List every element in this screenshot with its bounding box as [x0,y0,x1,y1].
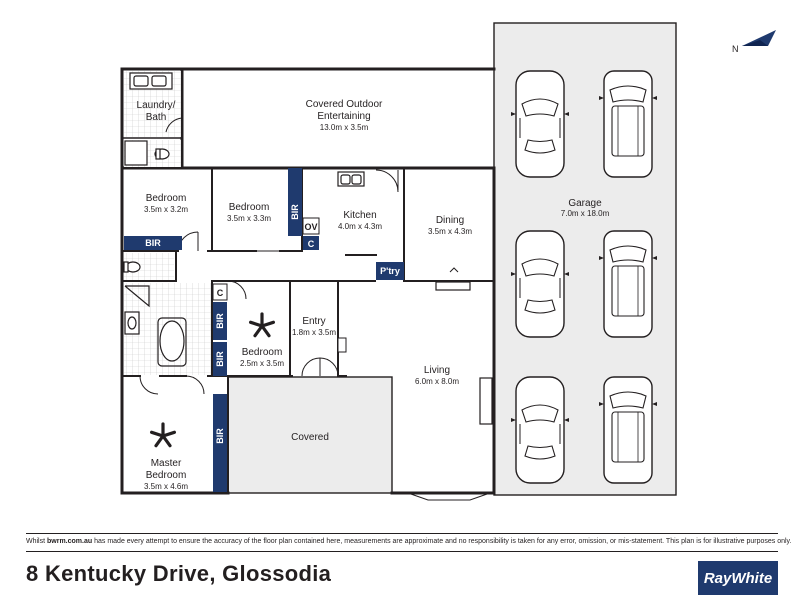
living-name: Living [424,365,450,376]
outdoor-dims: 13.0m x 3.5m [320,123,369,132]
entry-dims: 1.8m x 3.5m [292,328,336,337]
sedan-car-icon [510,230,570,338]
brand-logo: RayWhite [698,561,778,595]
bir-label-bedroom3a: BIR [215,313,225,329]
master-dims: 3.5m x 4.6m [144,482,188,491]
oven-box [302,217,320,235]
disclaimer-site: bwrm.com.au [47,538,93,545]
bedroom3-dims: 2.5m x 3.5m [240,359,284,368]
bir-label-bedroom3b: BIR [215,351,225,367]
pantry-label: P'try [380,266,400,276]
disclaimer: Whilst bwrm.com.au has made every attemp… [26,537,791,546]
dining-dims: 3.5m x 4.3m [428,227,472,236]
kitchen-dims: 4.0m x 4.3m [338,222,382,231]
covered-name: Covered [291,432,329,443]
oven-label: OV [304,222,317,232]
ceiling-fan-icon [249,312,275,338]
bedroom3-name: Bedroom [242,347,283,358]
sedan-car-icon [510,376,570,484]
bir-block-master [213,394,227,492]
master-name-line2: Bedroom [146,470,187,481]
cupboard-box-hall [212,283,228,301]
outdoor-name-line1: Covered Outdoor [306,99,383,110]
cupboard-label-kitchen: C [308,239,315,249]
suv-car-icon [598,376,658,484]
bedroom1-dims: 3.5m x 3.2m [144,205,188,214]
entry-name: Entry [302,316,325,327]
disclaimer-post: has made every attempt to ensure the acc… [94,538,792,545]
bir-block-bedroom3a [213,302,227,340]
bedroom2-name: Bedroom [229,202,270,213]
bedroom1-name: Bedroom [146,193,187,204]
bir-block-bedroom3b [213,342,227,376]
svg-text:N: N [732,44,739,54]
bir-label-bedroom1: BIR [145,238,161,248]
cupboard-label-hall: C [217,288,224,298]
garage-name: Garage [568,198,602,209]
cupboard-box-kitchen [303,236,319,250]
bir-label-kitchen: BIR [290,204,300,220]
pantry-block [376,262,404,280]
north-arrow-icon: N [732,30,776,54]
sedan-car-icon [510,70,570,178]
kitchen-name: Kitchen [343,210,376,221]
living-dims: 6.0m x 8.0m [415,377,459,386]
disclaimer-pre: Whilst [26,538,46,545]
bedroom2-dims: 3.5m x 3.3m [227,214,271,223]
footer-rule-top [26,533,778,534]
fixtures [123,72,493,425]
suv-car-icon [598,70,658,178]
outdoor-name-line2: Entertaining [317,111,370,122]
bir-label-master: BIR [215,428,225,444]
brand-logo-text: RayWhite [703,569,773,587]
property-address: 8 Kentucky Drive, Glossodia [26,561,332,586]
garage-dims: 7.0m x 18.0m [561,209,610,218]
bir-block-bedroom1 [124,236,182,250]
footer-rule-bottom [26,551,778,552]
ceiling-fan-icon [150,422,176,448]
laundry-name-line2: Bath [146,112,167,123]
master-name-line1: Master [151,458,182,469]
covered-area [227,376,393,494]
laundry-name-line1: Laundry/ [137,100,176,111]
dining-name: Dining [436,215,464,226]
suv-car-icon [598,230,658,338]
bir-block-kitchen [288,168,302,236]
